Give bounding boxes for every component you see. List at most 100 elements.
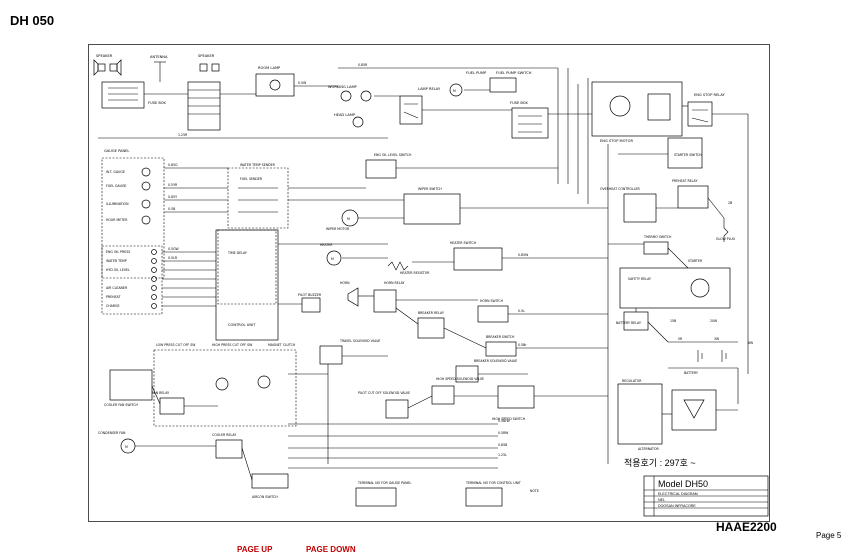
wire-label: 3W	[714, 337, 720, 341]
terminal-board-label: TERMINAL NO FOR GAUGE PANEL	[357, 481, 411, 485]
water-temp-sender-label: WATER TEMP SENDER	[240, 163, 276, 167]
low-press-switch-label: LOW PRESS CUT OFF SW	[156, 343, 196, 347]
room-lamp-label: ROOM LAMP	[258, 66, 281, 70]
wire-label: 8W	[748, 341, 754, 345]
magnet-clutch-label: MAGNET CLUTCH	[268, 343, 296, 347]
breaker-relay-label: BREAKER RELAY	[418, 311, 444, 315]
head-lamp-label: HEAD LAMP	[334, 113, 356, 117]
wiper-switch-label: WIPER SWITCH	[418, 187, 442, 191]
pilot-buzzer: PILOT BUZZER	[298, 293, 322, 313]
gauge-panel-label: GAUGE PANEL	[104, 149, 129, 153]
svg-text:M: M	[125, 445, 128, 449]
page-number: Page 5	[816, 531, 842, 540]
wire-label: 1.25R	[178, 133, 188, 137]
warning-lamps: ENG OIL PRESS WATER TEMP HYD OIL LEVEL A…	[101, 245, 163, 315]
radio-block	[187, 81, 221, 131]
fuel-pump-switch-label: FUEL PUMP SWITCH	[496, 71, 532, 75]
battery-label: BATTERY	[684, 371, 698, 375]
fuel-sender-label: FUEL SENDER	[240, 177, 263, 181]
condenser-fan-label: CONDENSER FAN	[98, 431, 126, 435]
speaker-right: SPEAKER	[198, 54, 220, 72]
fuel-pump-switch: FUEL PUMP SWITCH	[489, 71, 532, 93]
wire-label: 0.5W	[298, 81, 307, 85]
preheat-label: PREHEAT	[106, 295, 120, 299]
speaker-left: SPEAKER	[93, 54, 122, 76]
wt-gauge-label: W.T. GAUGE	[106, 170, 125, 174]
terminal-control-label: TERMINAL NO FOR CONTROL UNIT	[465, 481, 521, 485]
title-block-line3: DOOSAN INFRACORE	[658, 504, 696, 508]
wire-label: 15B	[670, 319, 676, 323]
wiper: M WIPER MOTOR WIPER SWITCH	[326, 187, 461, 231]
working-lamp-label: WORKING LAMP	[328, 85, 358, 89]
wire-label: 0.5YR	[168, 183, 178, 187]
wire-label: 0.5BrW	[498, 419, 511, 423]
wire-label: 5R	[678, 337, 683, 341]
solenoid-valves: TRAVEL SOLENOID VALVE PILOT CUT OFF SOLE…	[319, 339, 535, 421]
battery-relay: BATTERY RELAY	[616, 311, 649, 331]
horn-switch-label: HORN SWITCH	[480, 299, 504, 303]
sheet-border	[88, 44, 770, 522]
wire-label: 0.5B	[168, 207, 175, 211]
preheat-relay-label: PREHEAT RELAY	[672, 179, 697, 183]
wire-label: 0.5RW	[498, 431, 509, 435]
wiper-motor-label: WIPER MOTOR	[326, 227, 350, 231]
fuse-box-2-label: FUSE BOX	[510, 101, 528, 105]
air-cleaner-label: AIR CLEANER	[106, 286, 128, 290]
lamp-relay-label: LAMP RELAY	[418, 87, 441, 91]
title-block: Model DH50 ELECTRICAL DIAGRAM NEL DOOSAN…	[643, 475, 769, 517]
cooler-relay-label: COOLER RELAY	[212, 433, 236, 437]
wire-label: 0.5L	[518, 309, 525, 313]
title-block-model: Model DH50	[658, 479, 708, 489]
wire-label: 0.5LR	[168, 256, 178, 260]
svg-text:M: M	[331, 257, 334, 261]
heater-label: HEATER	[320, 243, 333, 247]
note-label: NOTE	[530, 489, 539, 493]
aircon-switch-label: AIRCON SWITCH	[252, 495, 278, 499]
time-delay: TIME DELAY	[217, 229, 277, 305]
overheat-controller: OVERHEAT CONTROLLER	[600, 187, 657, 223]
hour-meter-label: HOUR METER	[106, 218, 128, 222]
fan-relay-label: FAN RELAY	[152, 391, 169, 395]
pilot-buzzer-label: PILOT BUZZER	[298, 293, 322, 297]
pilot-cutoff-label: PILOT CUT OFF SOLENOID VALVE	[358, 391, 410, 395]
fuel-gauge-label: FUEL GAUGE	[106, 184, 126, 188]
eng-stop-relay: ENG STOP RELAY	[687, 93, 726, 127]
title-block-line2: NEL	[658, 498, 665, 502]
aircon-section: LOW PRESS CUT OFF SW HIGH PRESS CUT OFF …	[98, 343, 297, 499]
heater-resistor-label: HEATER RESISTOR	[400, 271, 430, 275]
working-lamp: WORKING LAMP	[328, 85, 372, 102]
horn: HORN HORN RELAY HORN SWITCH	[340, 281, 509, 323]
fuse-box-1-label: FUSE BOX	[148, 101, 166, 105]
fuse-box-1: FUSE BOX	[101, 81, 166, 109]
starter-switch: STARTER SWITCH	[667, 137, 703, 169]
electrical-schematic: SPEAKER ANTENNA SPEAKER FUSE BOX ROOM LA…	[88, 44, 770, 522]
wire-label: 1.25L	[498, 453, 507, 457]
alternator-regulator: REGULATOR ALTERNATOR	[617, 379, 717, 451]
high-speed-solenoid-label: HIGH SPEED SOLENOID VALVE	[436, 377, 484, 381]
wire-label: 2B	[728, 201, 732, 205]
starter: STARTER SAFETY RELAY	[619, 259, 731, 309]
page-up-link[interactable]: PAGE UP	[237, 545, 273, 554]
control-unit-label: CONTROL UNIT	[228, 323, 256, 327]
water-temp-label: WATER TEMP	[106, 259, 127, 263]
wire-label: 20W	[710, 319, 718, 323]
breaker: BREAKER RELAY BREAKER SWITCH	[417, 311, 517, 357]
alternator-label: ALTERNATOR	[638, 447, 659, 451]
eng-stop-motor: ENG STOP MOTOR	[591, 81, 683, 143]
title-block-line1: ELECTRICAL DIAGRAM	[658, 492, 698, 496]
document-code: HAAE2200	[716, 520, 777, 534]
room-lamp: ROOM LAMP	[255, 66, 295, 97]
wire-label: 0.5Br	[518, 343, 527, 347]
page-down-link[interactable]: PAGE DOWN	[306, 545, 356, 554]
time-delay-label: TIME DELAY	[227, 251, 247, 255]
hyd-oil-level-label: HYD OIL LEVEL	[106, 268, 130, 272]
high-press-switch-label: HIGH PRESS CUT OFF SW	[212, 343, 253, 347]
speaker-right-label: SPEAKER	[198, 54, 215, 58]
control-unit: CONTROL UNIT	[215, 229, 279, 341]
fuse-box-2: FUSE BOX	[510, 101, 549, 139]
wire-label: 0.5GW	[168, 247, 180, 251]
wire-label: 0.85G	[168, 163, 178, 167]
horn-relay-label: HORN RELAY	[384, 281, 405, 285]
eng-stop-motor-label: ENG STOP MOTOR	[600, 139, 633, 143]
antenna-label: ANTENNA	[150, 55, 168, 59]
